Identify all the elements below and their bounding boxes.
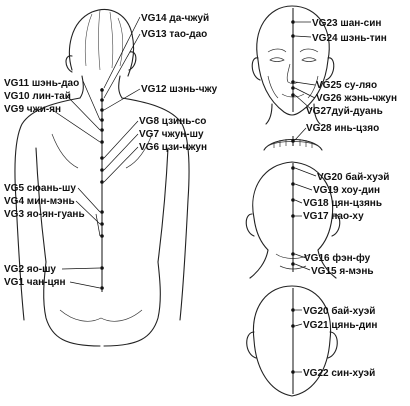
acupoint-vg28: [291, 139, 295, 143]
top-head-acupoints: [291, 308, 295, 374]
acupoint-vg24: [291, 34, 295, 38]
label-vg22: VG22 син-хуэй: [303, 368, 375, 379]
acupoint-vg6: [100, 180, 104, 184]
back-leader-lines: [50, 16, 141, 289]
acupoint-vg17: [291, 214, 295, 218]
acupoint-vg1: [100, 286, 104, 290]
label-vg17: VG17 нао-ху: [303, 211, 364, 222]
label-vg6: VG6 цзи-чжун: [139, 142, 207, 153]
acupoint-vg27: [291, 93, 295, 97]
face-acupoints: [291, 20, 295, 143]
label-vg26: VG26 жэнь-чжун: [316, 93, 397, 104]
label-vg3: VG3 яо-ян-гуань: [4, 209, 85, 220]
acupoint-vg20-top: [291, 308, 295, 312]
acupoint-vg4: [100, 222, 104, 226]
acupoint-vg3: [100, 234, 104, 238]
label-vg2: VG2 яо-шу: [4, 264, 56, 275]
label-vg13: VG13 тао-дао: [141, 29, 207, 40]
label-vg28: VG28 инь-цзяо: [306, 123, 379, 134]
acupoint-vg26: [291, 86, 295, 90]
acupoint-vg9: [100, 140, 104, 144]
acupoint-vg7: [100, 168, 104, 172]
acupoint-vg8: [100, 156, 104, 160]
label-vg25: VG25 су-ляо: [316, 80, 377, 91]
acupoint-vg18: [291, 198, 295, 202]
back-head-leader-lines: [294, 167, 317, 271]
label-vg12: VG12 шэнь-чжу: [141, 84, 218, 95]
label-vg10: VG10 лин-тай: [4, 91, 71, 102]
label-vg27: VG27дуй-дуань: [306, 106, 383, 117]
top-head-figure: [246, 285, 338, 397]
top-head-leader-lines: [294, 309, 303, 373]
top-head-labels: VG20 бай-хуэй VG21 цянь-дин VG22 син-хуэ…: [303, 305, 377, 379]
label-vg11: VG11 шэнь-дао: [4, 78, 79, 89]
acupoint-vg16: [291, 252, 295, 256]
label-vg19: VG19 хоу-дин: [313, 185, 380, 196]
acupoint-vg25: [291, 80, 295, 84]
label-vg20-back: VG20 бай-хуэй: [317, 171, 389, 183]
label-vg24: VG24 шэнь-тин: [312, 33, 387, 44]
back-head-acupoints: [291, 166, 295, 266]
label-vg18: VG18 цян-цзянь: [303, 198, 382, 209]
acupoint-vg19: [291, 182, 295, 186]
back-head-labels: VG20 бай-хуэй VG19 хоу-дин VG18 цян-цзян…: [303, 171, 389, 277]
face-labels: VG23 шан-син VG24 шэнь-тин VG25 су-ляо V…: [306, 18, 397, 134]
face-leader-lines: [294, 21, 316, 141]
acupoint-vg22: [291, 370, 295, 374]
label-vg16: VG16 фэн-фу: [304, 252, 371, 264]
acupoint-vg14: [100, 88, 104, 92]
acupoint-vg20-back: [291, 166, 295, 170]
acupoint-vg11: [100, 118, 104, 122]
label-vg14: VG14 да-чжуй: [141, 13, 209, 24]
acupoint-vg2: [100, 266, 104, 270]
label-vg23: VG23 шан-син: [312, 18, 381, 29]
acupoint-vg15: [291, 262, 295, 266]
label-vg5: VG5 сюань-шу: [4, 183, 76, 194]
back-acupoints: [100, 88, 104, 290]
label-vg15: VG15 я-мэнь: [311, 266, 374, 277]
label-vg9: VG9 чжи-ян: [4, 104, 61, 115]
acupoint-vg5: [100, 210, 104, 214]
back-labels: VG14 да-чжуй VG13 тао-дао VG11 шэнь-дао …: [4, 13, 218, 288]
label-vg4: VG4 мин-мэнь: [4, 196, 75, 207]
label-vg20-top: VG20 бай-хуэй: [303, 305, 375, 317]
label-vg1: VG1 чан-цян: [4, 277, 66, 288]
inner-lip-figure: [263, 136, 323, 151]
acupoint-vg13: [100, 98, 104, 102]
label-vg21: VG21 цянь-дин: [303, 320, 377, 331]
label-vg8: VG8 цзинь-со: [139, 116, 206, 127]
acupoint-vg10: [100, 128, 104, 132]
acupoint-vg23: [291, 20, 295, 24]
back-figure: [14, 8, 190, 347]
acupoint-vg12: [100, 108, 104, 112]
label-vg7: VG7 чжун-шу: [139, 129, 204, 140]
acupoint-vg21: [291, 324, 295, 328]
